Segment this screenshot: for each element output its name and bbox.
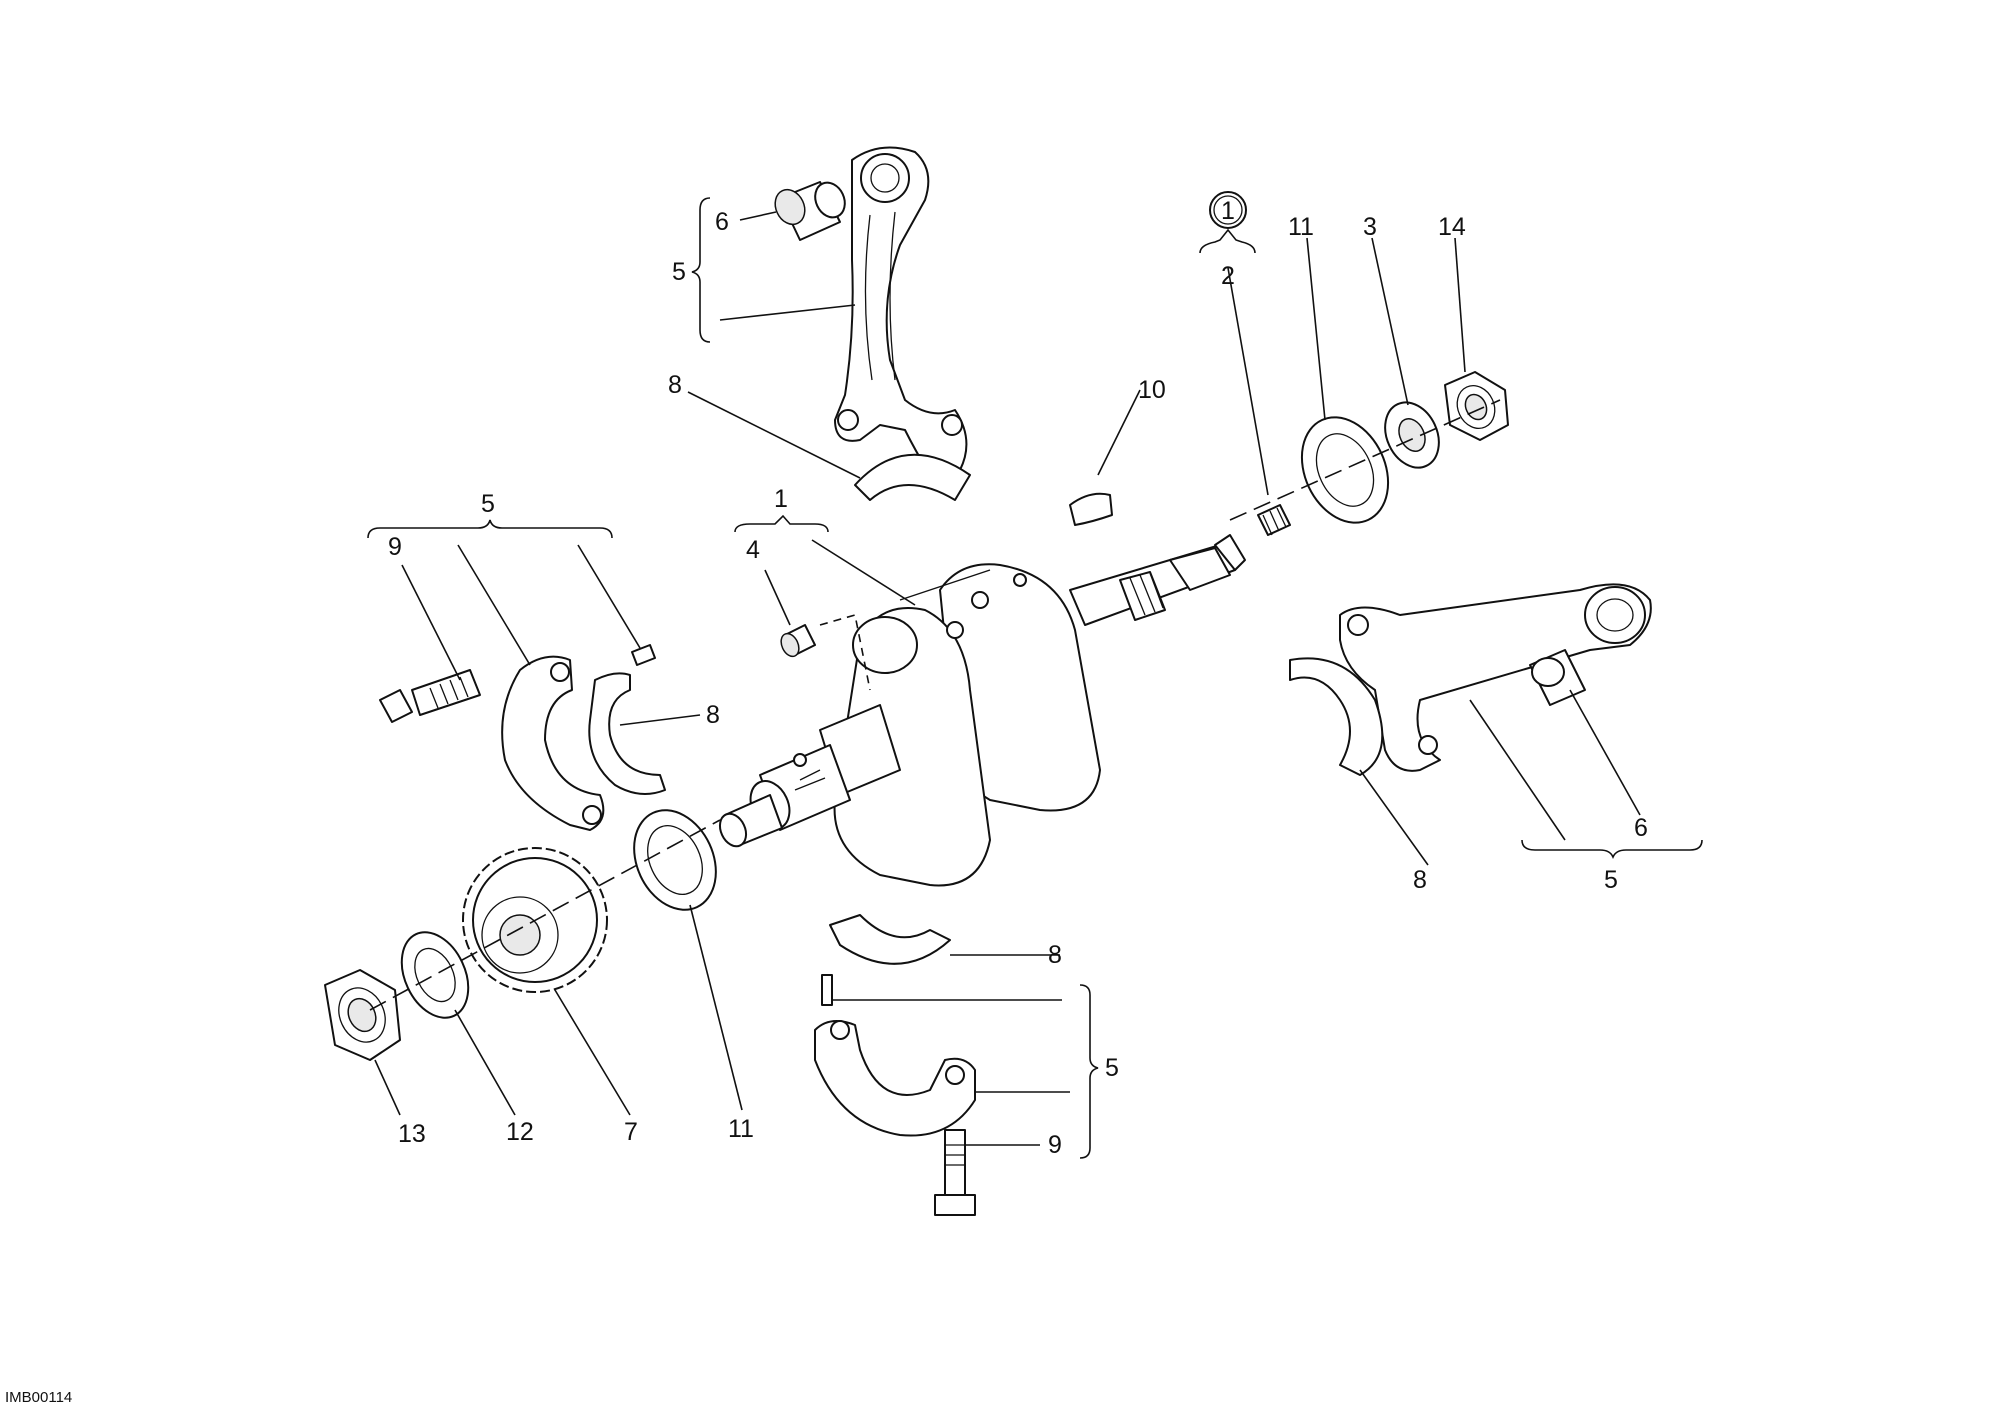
callout-5-top: 5 xyxy=(672,258,686,286)
callout-8-left: 8 xyxy=(706,701,720,729)
dowel-pin-bottom xyxy=(821,974,833,1006)
circled-note: 1 xyxy=(1221,197,1235,225)
bearing-cap-bottom xyxy=(814,1020,976,1137)
washer xyxy=(1384,401,1440,469)
thrust-washer-top xyxy=(1300,416,1390,524)
bearing-cap-left xyxy=(501,655,605,831)
woodruff-key xyxy=(1069,492,1113,526)
drawing-code: IMB00114 xyxy=(5,1389,72,1406)
callout-8-bottom: 8 xyxy=(1048,941,1062,969)
callout-11-top: 11 xyxy=(1288,213,1314,241)
circled-note-inner xyxy=(1213,195,1243,225)
bearing-shell-left xyxy=(588,672,666,795)
crankshaft xyxy=(718,534,1246,887)
callout-6-right: 6 xyxy=(1634,814,1648,842)
callout-9-bottom: 9 xyxy=(1048,1131,1062,1159)
callout-10: 10 xyxy=(1138,376,1166,404)
callout-14: 14 xyxy=(1438,213,1466,241)
bearing-shell-right xyxy=(1289,657,1384,776)
callout-3: 3 xyxy=(1363,213,1377,241)
callout-8-top: 8 xyxy=(668,371,682,399)
callout-8-right: 8 xyxy=(1413,866,1427,894)
lock-washer xyxy=(400,931,470,1019)
callout-5-right: 5 xyxy=(1604,866,1618,894)
callout-6-top: 6 xyxy=(715,208,729,236)
dowel-pin-left xyxy=(631,644,656,666)
oil-plug xyxy=(780,624,816,658)
callout-5-left: 5 xyxy=(481,490,495,518)
bolt-bottom xyxy=(934,1129,976,1216)
callout-9-left: 9 xyxy=(388,533,402,561)
callout-4: 4 xyxy=(746,536,760,564)
connecting-rod-top xyxy=(834,146,968,476)
grub-screw xyxy=(1257,504,1291,536)
bolt-left xyxy=(379,669,481,723)
callout-2: 2 xyxy=(1221,262,1235,290)
callout-12: 12 xyxy=(506,1118,534,1146)
connecting-rod-right xyxy=(1339,583,1652,772)
callout-7: 7 xyxy=(624,1118,638,1146)
callout-5-bottom: 5 xyxy=(1105,1054,1119,1082)
callout-11-bottom: 11 xyxy=(728,1115,754,1143)
thrust-washer-bottom xyxy=(633,809,717,911)
callout-1: 1 xyxy=(774,485,788,513)
ring-nut xyxy=(324,969,401,1061)
bearing-shell-bottom xyxy=(829,914,951,965)
nut xyxy=(1444,371,1509,441)
bearing-shell-top xyxy=(854,453,971,501)
small-end-bushing-top xyxy=(774,181,846,241)
circled-note-border xyxy=(1209,191,1247,229)
callout-13: 13 xyxy=(398,1120,426,1148)
